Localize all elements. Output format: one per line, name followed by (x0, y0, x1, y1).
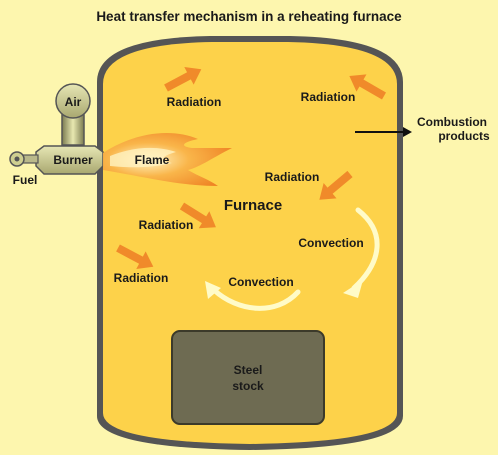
fuel-label: Fuel (13, 173, 38, 187)
radiation-label: Radiation (114, 271, 169, 285)
diagram-title: Heat transfer mechanism in a reheating f… (96, 9, 402, 24)
radiation-arrow (179, 202, 216, 229)
radiation-arrow (319, 170, 353, 200)
furnace-label: Furnace (224, 197, 282, 214)
flame-outer (103, 133, 232, 186)
convection-arrowhead (205, 281, 221, 299)
air-inlet (55, 83, 91, 119)
radiation-label: Radiation (265, 170, 320, 184)
flame-inner (110, 147, 176, 168)
radiation-arrows (116, 66, 386, 270)
fuel-inlet-core (14, 156, 20, 162)
convection-arrows (205, 207, 380, 311)
flame (103, 133, 232, 186)
radiation-arrow (164, 66, 202, 92)
convection-label: Convection (228, 275, 293, 289)
combustion-products-label-line2: products (438, 129, 490, 143)
steel-stock-label-line2: stock (232, 379, 264, 393)
radiation-arrow (116, 244, 154, 270)
radiation-arrow (349, 74, 386, 100)
radiation-label: Radiation (139, 218, 194, 232)
steel-stock-label-line1: Steel (234, 363, 263, 377)
air-label: Air (65, 95, 82, 109)
burner-label: Burner (53, 153, 93, 167)
convection-label: Convection (298, 236, 363, 250)
convection-arrow (211, 287, 301, 311)
flame-label: Flame (135, 153, 170, 167)
steel-stock (171, 330, 325, 425)
radiation-label: Radiation (167, 95, 222, 109)
combustion-products-label-line1: Combustion (417, 115, 487, 129)
convection-arrowhead (343, 280, 363, 298)
radiation-label: Radiation (301, 90, 356, 104)
burner-assembly (9, 83, 104, 175)
convection-arrow (351, 207, 380, 291)
exhaust-arrow (355, 127, 412, 137)
